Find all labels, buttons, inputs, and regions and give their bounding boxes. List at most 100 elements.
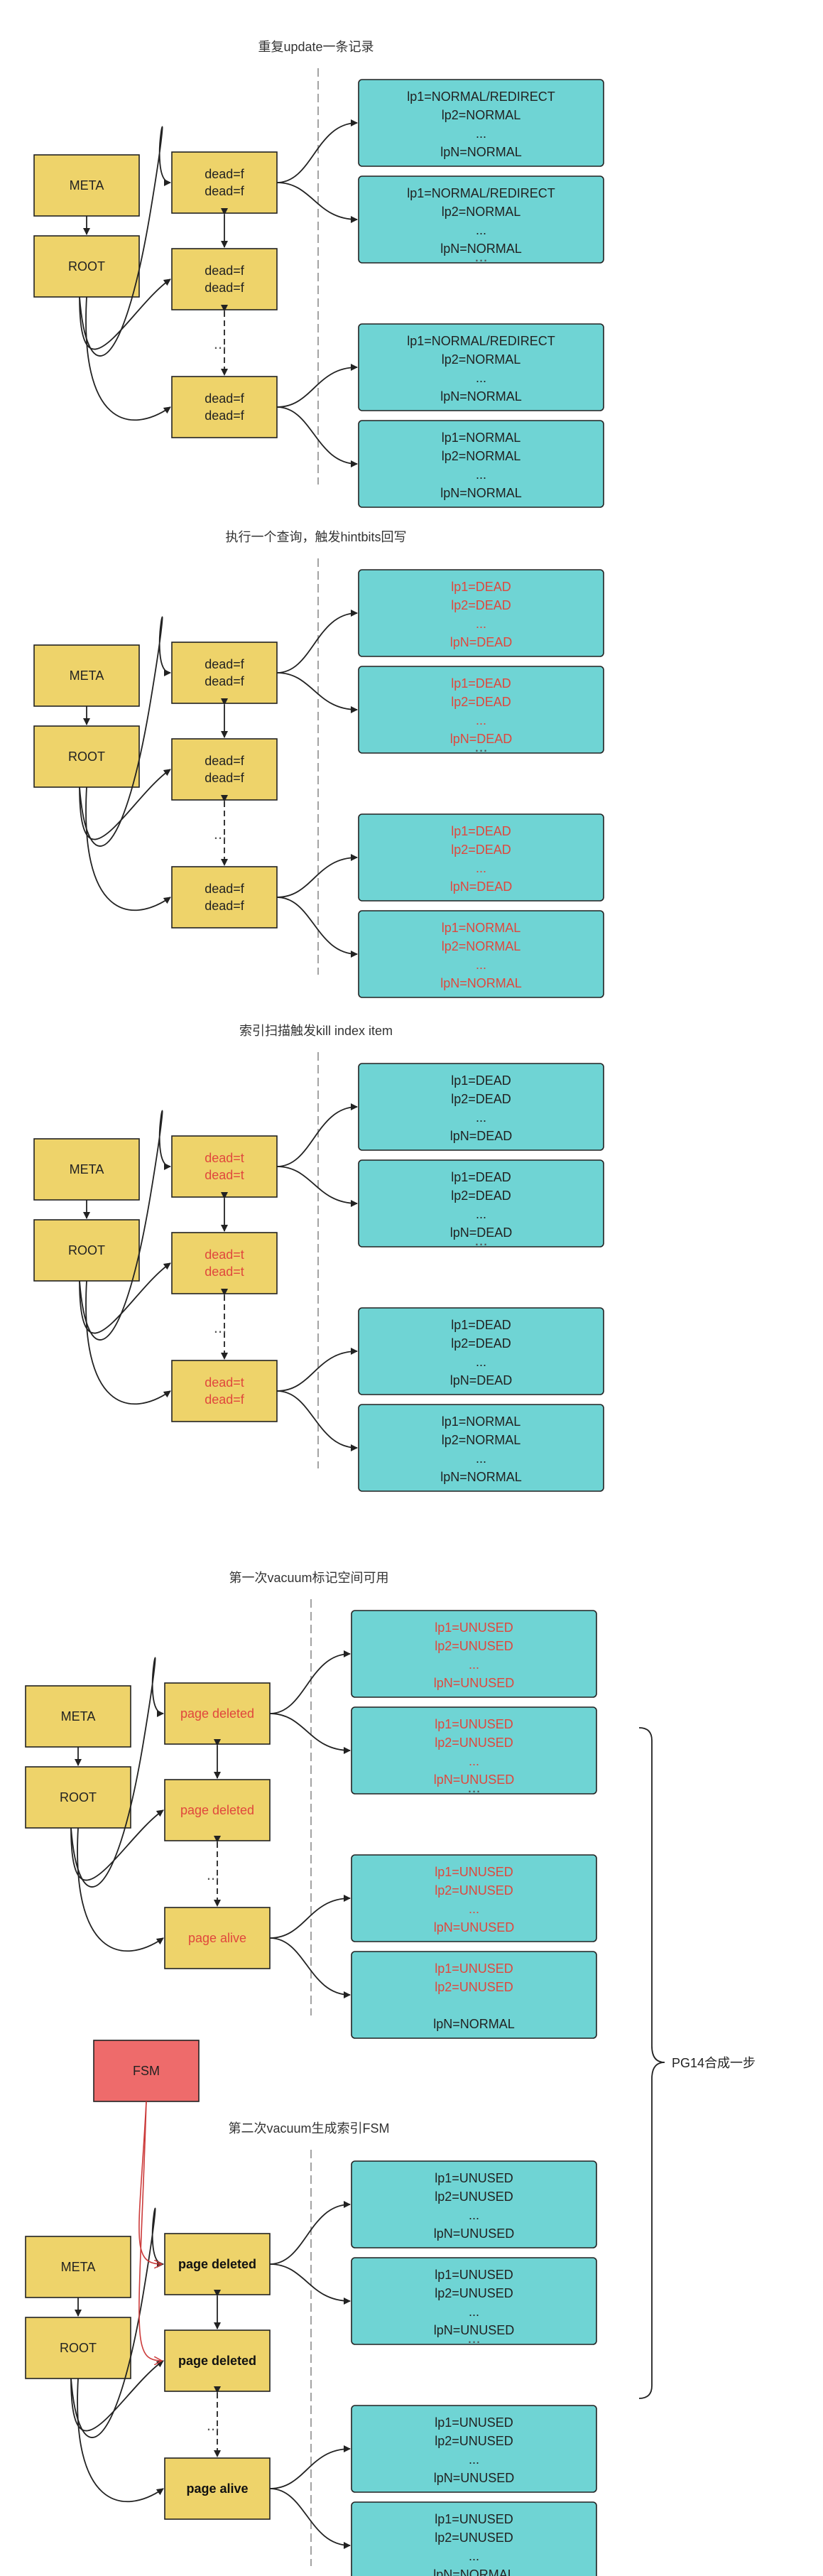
fsm-to-leaf-arrow	[138, 2101, 162, 2361]
root-label: ROOT	[68, 1243, 105, 1257]
index-leaf-page	[171, 642, 278, 704]
heap-ellipsis: ...	[467, 2329, 480, 2347]
index-page-text: dead=f	[205, 1392, 245, 1407]
root-label: ROOT	[60, 1790, 97, 1804]
heap-page	[351, 1854, 597, 1942]
fsm-to-leaf-arrow	[138, 2101, 162, 2264]
root-label: ROOT	[68, 749, 105, 764]
heap-line: lp2=UNUSED	[435, 1639, 513, 1653]
index-page-text: dead=f	[205, 264, 245, 278]
heap-line: lp1=UNUSED	[435, 1717, 513, 1731]
meta-page	[25, 2236, 131, 2298]
heap-line: lp1=UNUSED	[435, 1865, 513, 1879]
heap-line: lp1=UNUSED	[435, 2171, 513, 2185]
leaf-to-heap-arrow	[276, 182, 358, 223]
heap-line: lp2=UNUSED	[435, 1883, 513, 1898]
heap-page	[351, 2405, 597, 2493]
heap-line: ...	[476, 958, 486, 972]
leaf-to-heap-arrow	[276, 672, 358, 713]
heap-line: lp1=NORMAL	[442, 431, 521, 445]
section-title: 重复update一条记录	[258, 40, 374, 54]
heap-line: lpN=UNUSED	[434, 2471, 515, 2485]
ellipsis: ...	[214, 825, 227, 843]
leaf-to-heap-arrow	[276, 610, 358, 673]
leaf-to-heap-arrow	[276, 119, 358, 183]
heap-ellipsis: ...	[474, 1231, 487, 1249]
index-page-text: dead=f	[205, 184, 245, 198]
heap-line: lpN=DEAD	[450, 732, 513, 746]
heap-line: lp1=DEAD	[451, 1073, 511, 1088]
diagram-section-1: 重复update一条记录METAROOTdead=fdead=fdead=fde…	[33, 40, 604, 508]
leaf-to-heap-arrow	[269, 2201, 351, 2265]
heap-line: lpN=NORMAL	[440, 1470, 522, 1484]
heap-line: ...	[476, 371, 486, 385]
heap-page	[358, 420, 604, 508]
root-to-leaf-arrow	[70, 1809, 164, 1881]
heap-line: lp1=UNUSED	[435, 2415, 513, 2430]
index-page-text: dead=t	[205, 1248, 244, 1262]
heap-page	[358, 813, 604, 902]
heap-line: lp1=UNUSED	[435, 2512, 513, 2526]
root-to-leaf-arrow	[70, 1657, 164, 1888]
index-page-text: dead=f	[205, 674, 245, 688]
heap-line: lp1=NORMAL	[442, 1414, 521, 1429]
index-leaf-page	[171, 1360, 278, 1422]
index-leaf-page	[171, 866, 278, 929]
heap-line: lp2=UNUSED	[435, 2190, 513, 2204]
heap-line: lp2=DEAD	[451, 1336, 511, 1351]
root-page	[33, 1219, 140, 1282]
heap-line: ...	[476, 223, 486, 237]
heap-line: ...	[476, 1110, 486, 1125]
heap-line: lp2=DEAD	[451, 1189, 511, 1203]
pg14-brace: PG14合成一步	[638, 1727, 756, 2399]
meta-label: META	[70, 1162, 104, 1176]
root-to-leaf-arrow	[77, 1827, 164, 1952]
root-to-leaf-arrow	[79, 278, 171, 350]
heap-page	[351, 1610, 597, 1698]
meta-page	[33, 644, 140, 707]
heap-line: lp2=UNUSED	[435, 1736, 513, 1750]
heap-line: lp2=UNUSED	[435, 1980, 513, 1994]
heap-line: ...	[476, 1207, 486, 1221]
meta-page	[33, 1138, 140, 1201]
index-leaf-page	[171, 738, 278, 801]
heap-line: lpN=DEAD	[450, 635, 513, 649]
ellipsis: ...	[214, 1319, 227, 1336]
index-page-text: dead=t	[205, 1168, 244, 1182]
leaf-to-heap-arrow	[269, 2488, 351, 2549]
ellipsis: ...	[207, 1866, 219, 1883]
leaf-to-heap-arrow	[269, 2263, 351, 2305]
root-to-leaf-arrow	[70, 2360, 164, 2432]
root-to-leaf-arrow	[79, 769, 171, 840]
heap-line: lp1=UNUSED	[435, 1620, 513, 1635]
heap-line: lp2=UNUSED	[435, 2531, 513, 2545]
heap-line: lpN=NORMAL	[433, 2567, 515, 2576]
index-page-text: dead=f	[205, 408, 245, 423]
heap-line: lp1=DEAD	[451, 580, 511, 594]
index-page-text: dead=t	[205, 1265, 244, 1279]
heap-line: ...	[476, 1355, 486, 1369]
heap-line: lpN=DEAD	[450, 1129, 513, 1143]
curly-brace	[638, 1727, 665, 2399]
index-leaf-page	[171, 248, 278, 310]
root-to-leaf-arrow	[79, 1110, 171, 1341]
index-leaf-page	[164, 1907, 271, 1969]
heap-line: lp2=DEAD	[451, 1092, 511, 1106]
heap-line: lp2=DEAD	[451, 695, 511, 709]
heap-line: lp1=NORMAL	[442, 921, 521, 935]
leaf-to-heap-arrow	[276, 1103, 358, 1167]
index-leaf-page	[171, 376, 278, 438]
index-page-text: page alive	[188, 1931, 246, 1945]
root-to-leaf-arrow	[79, 126, 171, 357]
heap-page	[358, 1063, 604, 1151]
heap-page	[358, 323, 604, 411]
meta-label: META	[61, 1709, 96, 1723]
meta-label: META	[70, 669, 104, 683]
index-leaf-page	[171, 1135, 278, 1198]
diagram-section-2: 执行一个查询，触发hintbits回写METAROOTdead=fdead=fd…	[33, 530, 604, 998]
heap-line: lp1=DEAD	[451, 1170, 511, 1184]
heap-line: ...	[469, 1657, 479, 1672]
heap-line: lpN=UNUSED	[434, 2323, 515, 2337]
heap-line: lpN=NORMAL	[433, 2017, 515, 2031]
heap-line: lp1=UNUSED	[435, 2268, 513, 2282]
